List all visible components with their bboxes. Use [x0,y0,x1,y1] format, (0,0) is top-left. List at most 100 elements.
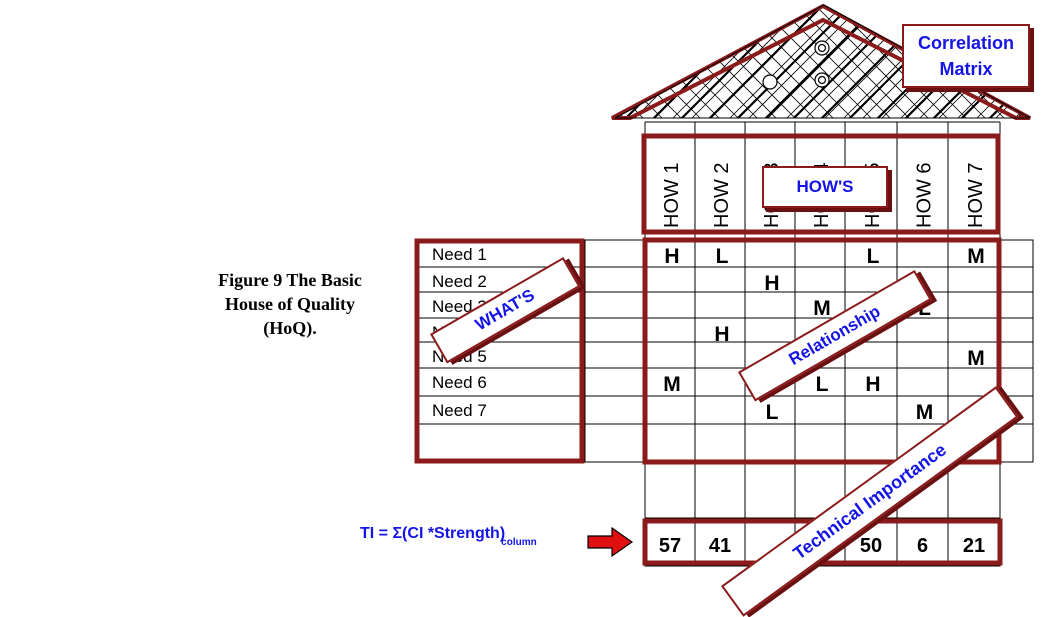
roof-grid-line [640,5,942,118]
roof-grid-line [223,0,523,150]
strong-correlation-symbol [817,43,827,53]
roof-grid-line [1040,0,1061,150]
correlation-matrix-callout: Correlation Matrix [902,24,1030,88]
ti-value: 57 [659,535,681,557]
relationship-frame [642,237,1002,465]
need-label: Need 1 [432,245,487,264]
roof-grid-line [615,5,866,118]
relationship-symbol: L [766,401,779,424]
roof-grid-line [615,5,619,118]
roof-grid-line [615,5,790,118]
roof-grid-line [615,5,657,118]
how-label: HOW 6 [914,162,936,228]
how-label: HOW 1 [661,162,683,228]
roof-grid-line [716,5,1018,118]
roof-grid-line-heavy [789,5,1030,118]
relationship-symbol: M [967,245,985,268]
hows-label: HOW'S [796,177,854,196]
ti-value: 21 [963,535,985,557]
roof-grid-line [792,5,1030,118]
roof-grid-line-heavy [649,5,951,118]
roof-grid-line [925,5,1030,118]
highlight-frames [414,133,1002,465]
roof-grid-line [811,5,1030,118]
whats-frame [414,238,585,464]
relationship-symbol: M [967,347,985,370]
roof-grid-line [697,5,999,118]
roof-grid-line [185,0,485,150]
correlation-symbol [762,74,778,90]
roof-grid-line [615,5,619,118]
strong-correlation-symbol [814,40,830,56]
ti-value: 41 [709,535,731,557]
roof-grid-line-heavy [817,5,1030,118]
roof-grid-line [887,5,1030,118]
roof-grid-line [204,0,504,150]
roof-grid-line [1040,0,1061,150]
ti-formula-main: TI = Σ(CI *Strength) [360,525,506,542]
relationship-symbol: M [663,373,681,396]
roof-grid-line [615,5,638,118]
relationship-symbol: H [664,245,679,268]
roof-grid-line [735,5,1030,118]
roof-grid-line [280,0,580,150]
ti-formula-subscript: column [501,537,537,548]
roof-grid-line [830,5,1030,118]
correlation-matrix-label: Correlation Matrix [917,33,1014,79]
roof-grid-line [615,5,695,118]
relationship-symbol: M [813,297,831,320]
roof-grid-line [849,5,1030,118]
roof-grid-line-heavy [761,5,1030,118]
formula-arrow [587,526,634,558]
roof-grid-line-heavy [845,5,1030,118]
roof-grid-line [615,5,676,118]
roof-grid-line [615,5,809,118]
figure-caption: Figure 9 The Basic House of Quality (HoQ… [218,270,362,338]
roof-grid-line [615,5,733,118]
need-label: Need 6 [432,373,487,392]
roof-grid-line-heavy [901,5,1030,118]
roof-grid-line [716,5,1018,118]
roof-grid-line [242,0,542,150]
roof-grid-line-heavy [677,5,979,118]
roof-grid-line-heavy [733,5,1030,118]
strong-correlation-symbol [814,72,830,88]
how-label: HOW 2 [711,162,733,228]
roof-grid-line [659,5,961,118]
roof-grid-line [754,5,1030,118]
relationship-symbol: L [716,245,729,268]
roof-grid-line [299,0,599,150]
roof-grid-line-heavy [621,5,923,118]
hows-callout: HOW'S [762,166,888,208]
relationship-symbol: H [764,272,779,295]
relationship-symbol: L [867,245,880,268]
roof-grid-line [185,0,485,150]
ti-formula: TI = Σ(CI *Strength)column [360,525,537,548]
ti-value: 50 [860,535,882,557]
roof-grid-line-heavy [705,5,1007,118]
roof-grid-line [615,5,828,118]
ti-value: 6 [917,535,928,557]
roof-grid-line [615,5,771,118]
roof-grid-line [615,5,657,118]
roof-grid-line [615,5,695,118]
roof-grid-line [615,5,714,118]
roof-grid-line [299,0,599,150]
roof-grid-line [615,5,904,118]
roof-grid-line [615,5,638,118]
roof-grid-line [261,0,561,150]
strong-correlation-symbol [817,75,827,85]
roof-grid-line [868,5,1030,118]
roof-grid-line [204,0,504,150]
roof-grid-line [773,5,1030,118]
roof-grid-line [615,5,733,118]
roof-grid-line [280,0,580,150]
roof-grid-line [697,5,999,118]
need-label: Need 2 [432,272,487,291]
roof-grid-line [906,5,1030,118]
roof-grid-line [615,5,847,118]
roof-grid-line [735,5,1030,118]
roof-grid-line [615,5,714,118]
roof-grid-line [242,0,542,150]
how-label: HOW 7 [965,162,987,228]
